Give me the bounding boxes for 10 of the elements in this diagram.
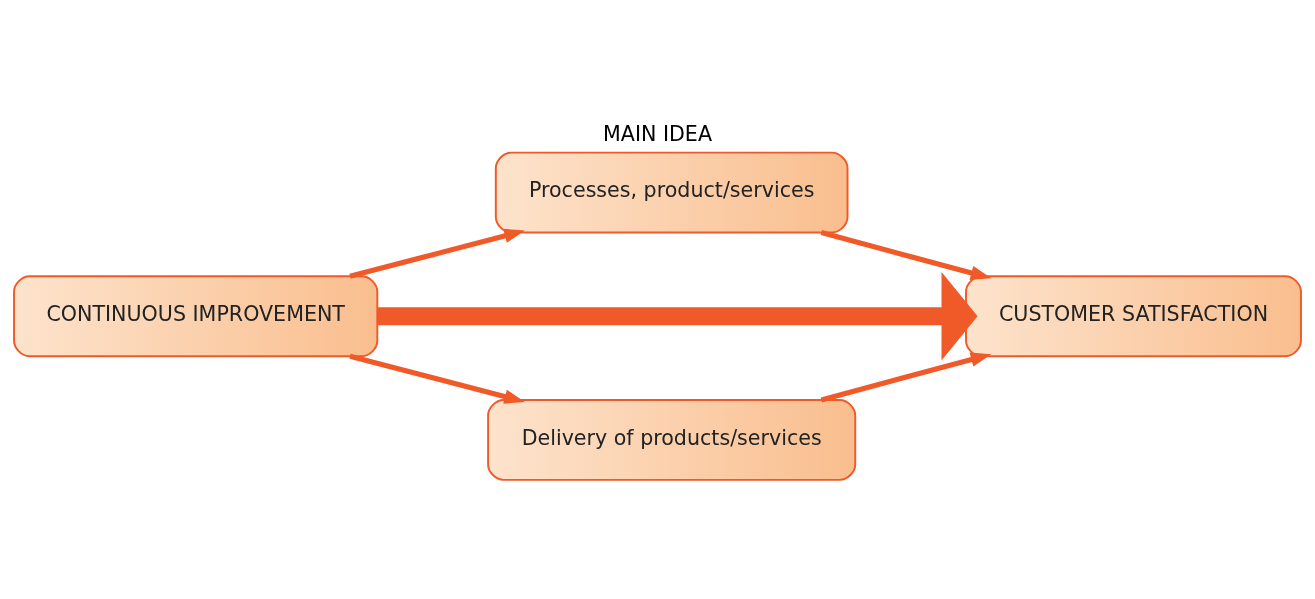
arrow <box>820 230 992 280</box>
arrow <box>377 272 978 361</box>
node-box: CUSTOMER SATISFACTION <box>965 275 1302 358</box>
node-box: Delivery of products/services <box>487 399 857 481</box>
node-box: CONTINUOUS IMPROVEMENT <box>13 275 379 358</box>
arrow <box>349 353 525 404</box>
arrow <box>349 228 525 279</box>
arrow <box>820 352 992 403</box>
diagram-title: MAIN IDEA <box>603 121 712 146</box>
node-box: Processes, product/services <box>494 151 849 234</box>
